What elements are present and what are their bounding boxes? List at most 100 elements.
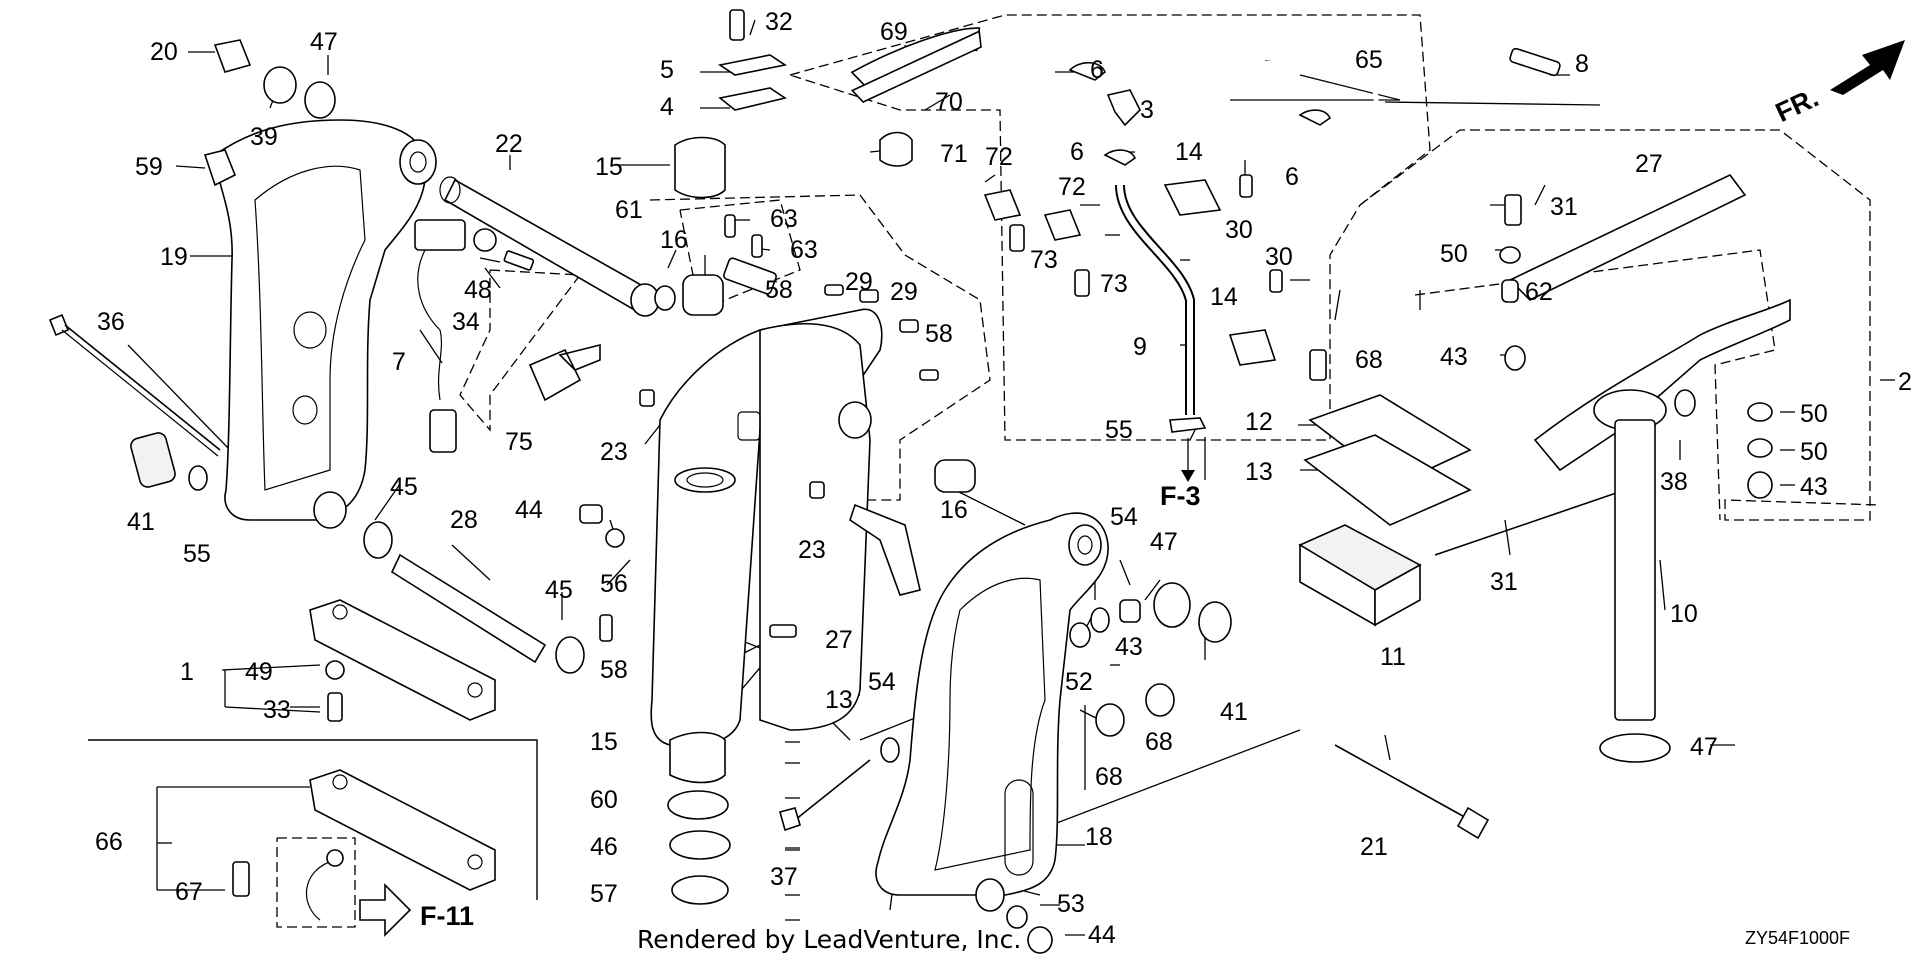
callout-69a: 68 [1095,763,1123,791]
callout-44: 43 [1115,633,1143,661]
nut-43b [1748,472,1772,498]
collar-44 [1120,600,1140,622]
callout-8: 8 [1575,50,1589,78]
callout-43b: 43 [1800,473,1828,501]
callout-69b: 68 [1145,728,1173,756]
callout-60c: 58 [600,656,628,684]
washer-46a [305,82,335,118]
callout-37: 37 [770,863,798,891]
callout-1: 1 [180,658,194,686]
callout-64a: 63 [770,205,798,233]
washer-54a [1091,608,1109,632]
nut-40 [1199,602,1231,642]
callout-17b: 16 [940,496,968,524]
pin-28 [392,555,545,662]
plate-67 [310,770,495,890]
ref-f3: F-3 [1160,481,1201,511]
screw-36 [504,251,534,271]
callout-51a: 50 [1440,240,1468,268]
callout-30: 31 [1490,568,1518,596]
frame-right-assembly [1360,130,1880,520]
grommet-72 [880,133,912,167]
tube-70 [850,21,986,104]
callout-42b: 44 [1088,921,1116,949]
callout-64b: 63 [790,236,818,264]
callout-labels: 20 47 39 59 19 36 41 55 45 28 22 7 48 34… [95,8,1912,949]
callout-65: 65 [1355,46,1383,74]
callout-23a: 23 [600,438,628,466]
swivel-case [651,309,882,745]
callout-3: 3 [1140,96,1154,124]
fitting-73b [1075,270,1089,296]
fitting-42a [580,505,602,523]
callout-46b: 47 [1150,528,1178,556]
cover-15a [1165,180,1220,215]
callout-6b: 6 [1070,138,1084,166]
bushing-16b [670,733,725,783]
callout-63: 62 [1525,278,1553,306]
callout-53: 52 [1065,668,1093,696]
callout-22: 22 [495,130,523,158]
callout-15a: 14 [1175,138,1203,166]
washer-51a [1500,247,1520,263]
collar-47a [364,522,392,558]
fitting-73a [1010,225,1024,251]
washer-62 [655,286,675,310]
callout-74a: 72 [985,143,1013,171]
nut-43a [1505,346,1525,370]
hose-9-inner [1120,185,1190,415]
callout-12: 12 [1245,408,1273,436]
callout-36: 34 [452,308,480,336]
steering-arm [1535,300,1790,470]
stopper-plate-1 [310,600,495,720]
ref-f11: F-11 [420,901,474,931]
ground-wire [306,860,335,920]
callout-72: 71 [940,140,968,168]
callout-19: 19 [160,243,188,271]
nut-42b [1028,927,1052,953]
washer-53 [1070,623,1090,647]
hose-65 [1020,25,1376,150]
callout-6a: 6 [1090,56,1104,84]
collar-20 [215,40,250,72]
seal-61 [668,791,728,819]
washer-46b [1154,583,1190,627]
callout-35b: 30 [1265,243,1293,271]
frame-ref-f11 [88,740,537,900]
nut-39 [264,67,296,103]
fitting-3 [1108,90,1140,125]
frame-center-small [680,200,800,310]
stud-30 [1435,490,1625,555]
callout-9: 9 [1133,333,1147,361]
callout-35a: 30 [1225,216,1253,244]
callout-11: 11 [1380,643,1406,671]
callout-15b: 14 [1210,283,1238,311]
callout-26: 27 [1635,150,1663,178]
callout-16b: 15 [590,728,618,756]
bolt-68 [233,862,249,896]
callout-45: 46 [590,833,618,861]
credit-text: Rendered by LeadVenture, Inc. [637,925,1021,954]
bolt-33 [730,10,744,40]
washer-55 [189,466,207,490]
fitting-60c [920,370,938,380]
callout-34: 33 [263,696,291,724]
fr-arrow-icon [1830,40,1905,95]
pin-64b [752,235,762,257]
pin-64a [725,215,735,237]
swivel-bracket-left [215,120,436,528]
callout-23b: 23 [798,536,826,564]
callout-59: 59 [135,153,163,181]
callout-60b: 58 [925,320,953,348]
steering-shaft-10 [1615,420,1655,720]
ref-arrow-f3-icon [1181,470,1195,482]
callout-51b: 50 [1800,400,1828,428]
callout-73b: 73 [1100,270,1128,298]
frame-upper-center [790,15,1430,440]
clip-4 [720,88,785,110]
callout-4: 4 [660,93,674,121]
bolt-34 [328,693,342,721]
bolt-31 [1505,195,1521,225]
fitting-23b [810,482,824,498]
